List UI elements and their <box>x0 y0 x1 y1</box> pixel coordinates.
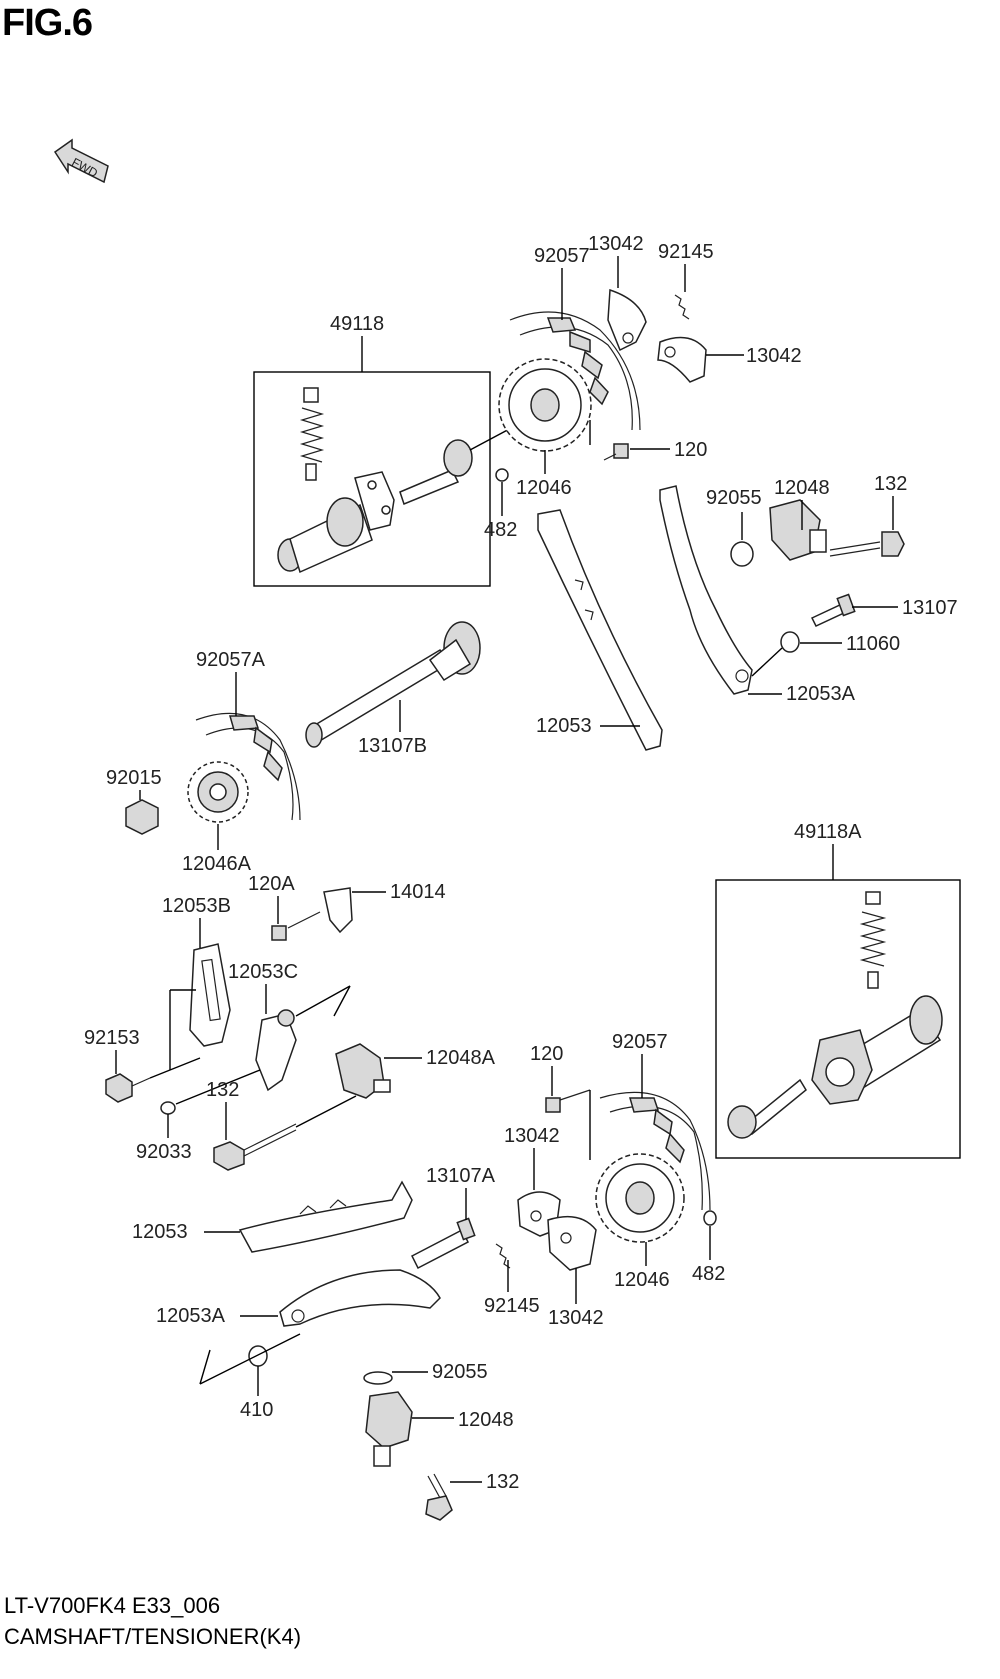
washer-410 <box>248 1345 268 1367</box>
cam-chain-top <box>509 311 641 431</box>
callout-49118: 49118 <box>330 313 384 335</box>
washer-11060 <box>780 631 800 653</box>
callout-13042-top-right: 13042 <box>746 345 802 367</box>
camshaft-part <box>277 471 395 574</box>
tensioner-guide-12053A-low <box>279 1269 441 1327</box>
callout-12048A: 12048A <box>426 1047 496 1069</box>
spring-92145-top <box>674 294 690 320</box>
callout-12048-top: 12048 <box>774 477 830 499</box>
callout-11060: 11060 <box>846 633 900 655</box>
callout-13107: 13107 <box>902 597 958 619</box>
ring-92033 <box>160 1101 176 1115</box>
o-ring-92055-low <box>363 1371 393 1385</box>
bolt-132-mid <box>213 1123 297 1171</box>
callout-12048-low: 12048 <box>458 1409 514 1431</box>
sprocket-low <box>595 1153 685 1243</box>
bolt-120A <box>271 911 321 941</box>
callout-12053A-top: 12053A <box>786 683 856 705</box>
nut-92015 <box>125 799 159 835</box>
callout-12046-top: 12046 <box>516 477 572 499</box>
plate-14014 <box>323 887 353 934</box>
fwd-arrow-icon: FWD <box>53 138 109 184</box>
cam-chain-92057A <box>195 712 301 821</box>
o-ring-92055-top <box>730 541 754 567</box>
callout-482-low: 482 <box>692 1263 725 1285</box>
figure-title: FIG.6 <box>2 2 93 44</box>
spring-92145-low <box>495 1243 511 1269</box>
valve-part-A <box>727 1078 807 1139</box>
callout-13042-low: 13042 <box>504 1125 560 1147</box>
callout-92057A: 92057A <box>196 649 266 671</box>
callout-92055-low: 92055 <box>432 1361 488 1383</box>
callout-132-low: 132 <box>486 1471 519 1493</box>
bolt-132-low <box>425 1473 453 1521</box>
bolt-132-top <box>829 531 905 557</box>
callout-12053A-low: 12053A <box>156 1305 226 1327</box>
footer-diagram-title: CAMSHAFT/TENSIONER(K4) <box>4 1624 302 1649</box>
pin-13107A <box>410 1217 476 1270</box>
callout-92015: 92015 <box>106 767 162 789</box>
weight-13042-top <box>607 288 647 352</box>
guide-12053C <box>255 1009 297 1092</box>
weight-13042-low2 <box>547 1215 597 1271</box>
callout-14014: 14014 <box>390 881 446 903</box>
callout-92055-top: 92055 <box>706 487 762 509</box>
tensioner-guide-12053A-top <box>659 485 753 695</box>
callout-120-top: 120 <box>674 439 707 461</box>
callout-120-low: 120 <box>530 1043 563 1065</box>
footer-model-code: LT-V700FK4 E33_006 <box>4 1593 221 1618</box>
callout-92145-top: 92145 <box>658 241 714 263</box>
callout-132-top: 132 <box>874 473 907 495</box>
tensioner-12048A <box>335 1043 391 1099</box>
callout-92057-low: 92057 <box>612 1031 668 1053</box>
pin-13107 <box>810 593 856 627</box>
sprocket-12046A <box>187 761 249 823</box>
chain-guide-12053-top <box>537 509 663 751</box>
callout-13042-low2: 13042 <box>548 1307 604 1329</box>
callout-92145-low: 92145 <box>484 1295 540 1317</box>
cam-chain-low <box>599 1091 711 1211</box>
callout-120A: 120A <box>248 873 295 895</box>
callout-13107B: 13107B <box>358 735 427 757</box>
callout-92153: 92153 <box>84 1027 140 1049</box>
camshaft-assembly-box-A <box>715 879 961 1159</box>
bolt-92153 <box>105 1073 151 1103</box>
camshaft-assembly-box <box>253 371 491 587</box>
callout-12053C: 12053C <box>228 961 298 983</box>
spring-part <box>299 387 325 481</box>
callout-13107A: 13107A <box>426 1165 496 1187</box>
tensioner-adjuster-12048-low <box>365 1391 413 1467</box>
callout-410: 410 <box>240 1399 273 1421</box>
callout-482-top: 482 <box>484 519 517 541</box>
camshaft-part-A <box>811 995 943 1105</box>
shaft-part <box>399 417 531 505</box>
spring-part-A <box>859 891 887 989</box>
shaft-13107B <box>305 621 481 748</box>
guide-12053-low <box>238 1180 413 1253</box>
callout-49118A: 49118A <box>794 821 862 843</box>
bolt-120-low <box>545 1089 591 1113</box>
callout-12053-low: 12053 <box>132 1221 188 1243</box>
callout-13042-top: 13042 <box>588 233 644 255</box>
callout-12046-low: 12046 <box>614 1269 670 1291</box>
callout-92057-top: 92057 <box>534 245 590 267</box>
callout-12046A: 12046A <box>182 853 252 875</box>
sprocket-top <box>498 358 592 452</box>
callout-92033: 92033 <box>136 1141 192 1163</box>
callout-132-mid: 132 <box>206 1079 239 1101</box>
bolt-120-top <box>603 443 629 461</box>
callout-12053B: 12053B <box>162 895 231 917</box>
o-ring-482-low <box>703 1210 717 1226</box>
callout-12053-top: 12053 <box>536 715 592 737</box>
guide-12053B <box>189 943 231 1047</box>
o-ring-482-top <box>495 468 509 482</box>
tensioner-adjuster-12048-top <box>769 499 827 561</box>
weight-13042-top-right <box>657 336 707 383</box>
